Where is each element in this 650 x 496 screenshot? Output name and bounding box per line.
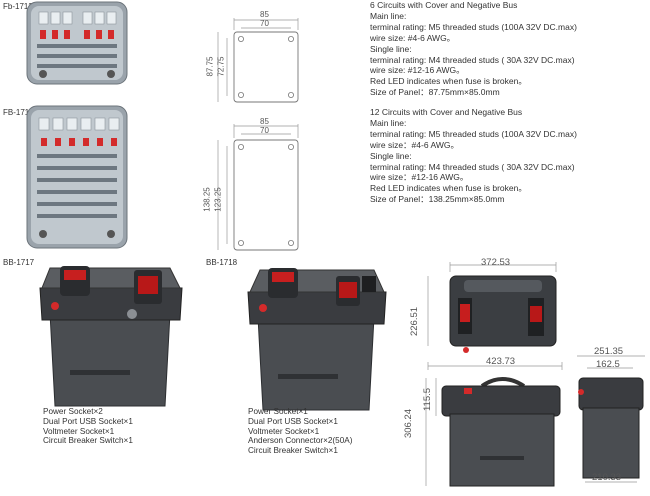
panel-drawing-fb1713 xyxy=(217,18,299,103)
spec-line: terminal rating: M4 threaded studs ( 30A… xyxy=(370,161,575,172)
dim-fb1714-width-inner: 70 xyxy=(260,126,269,135)
model-label-bb1717: BB-1717 xyxy=(3,258,35,267)
spec-line: wire size: #12-16 AWG。 xyxy=(370,65,465,76)
spec-line: Size of Panel：138.25mm×85.0mm xyxy=(370,194,505,205)
dim-front-lid-height: 115.5 xyxy=(422,387,434,412)
battery-box-side-view xyxy=(577,355,645,483)
spec-line: wire size：#12-16 AWG。 xyxy=(370,172,469,183)
spec-line: wire size: #4-6 AWG。 xyxy=(370,32,456,43)
feature-item: Circuit Breaker Switch×1 xyxy=(248,446,338,456)
spec-line: Red LED indicates when fuse is broken。 xyxy=(370,183,527,194)
dim-fb1713-width-outer: 85 xyxy=(260,10,269,19)
feature-list-bb1717: Power Socket×2 Dual Port USB Socket×1 Vo… xyxy=(43,407,133,446)
dim-fb1714-width-outer: 85 xyxy=(260,117,269,126)
dim-fb1714-height-inner: 123.25 xyxy=(213,187,223,212)
dim-front-height: 306.24 xyxy=(403,408,415,439)
feature-item: Circuit Breaker Switch×1 xyxy=(43,436,133,446)
spec-line: Red LED indicates when fuse is broken。 xyxy=(370,76,527,87)
dim-side-top: 251.35 xyxy=(594,346,624,357)
dim-top-depth: 226.51 xyxy=(409,306,421,337)
battery-box-photo-bb1717 xyxy=(39,266,183,407)
spec-line: terminal rating: M4 threaded studs ( 30A… xyxy=(370,54,575,65)
feature-list-bb1718: Power Socket×1 Dual Port USB Socket×1 Vo… xyxy=(248,407,352,456)
model-label-fb1713: Fb-1713 xyxy=(3,2,33,11)
feature-item: Voltmeter Socket×1 xyxy=(248,426,320,436)
dim-front-width: 423.73 xyxy=(486,356,516,367)
panel-drawing-fb1714 xyxy=(217,124,299,251)
model-label-fb1714: FB-1714 xyxy=(3,108,34,117)
spec-line: Size of Panel：87.75mm×85.0mm xyxy=(370,87,500,98)
battery-box-photo-bb1718 xyxy=(247,268,387,411)
spec-line: Main line: xyxy=(370,10,407,21)
battery-box-front-view xyxy=(425,362,563,487)
dim-side-inner: 162.5 xyxy=(596,359,620,370)
battery-box-top-view xyxy=(427,262,557,353)
feature-item: Dual Port USB Socket×1 xyxy=(248,416,338,426)
dim-top-width: 372.53 xyxy=(481,257,511,268)
fuse-block-photo-fb1714 xyxy=(26,105,128,249)
spec-line: 6 Circuits with Cover and Negative Bus xyxy=(370,0,518,10)
dim-fb1713-height-outer: 87.75 xyxy=(205,56,215,77)
dim-fb1714-height-outer: 138.25 xyxy=(202,187,212,212)
spec-line: terminal rating: M5 threaded studs (100A… xyxy=(370,21,577,32)
spec-line: Single line: xyxy=(370,43,412,54)
spec-line: wire size：#4-6 AWG。 xyxy=(370,139,459,150)
feature-item: Anderson Connector×2(50A) xyxy=(248,436,353,446)
dim-fb1713-width-inner: 70 xyxy=(260,19,269,28)
spec-line: 12 Circuits with Cover and Negative Bus xyxy=(370,107,523,117)
feature-item: Dual Port USB Socket×1 xyxy=(43,416,133,426)
spec-block-fb1713: 6 Circuits with Cover and Negative Bus M… xyxy=(370,0,577,98)
feature-item: Voltmeter Socket×1 xyxy=(43,426,115,436)
fuse-block-photo-fb1713 xyxy=(26,1,128,85)
spec-line: Main line: xyxy=(370,117,407,128)
spec-block-fb1714: 12 Circuits with Cover and Negative Bus … xyxy=(370,107,577,205)
dim-side-bottom: 210.33 xyxy=(592,472,622,483)
feature-item: Power Socket×2 xyxy=(43,407,103,416)
model-label-bb1718: BB-1718 xyxy=(206,258,238,267)
spec-line: terminal rating: M5 threaded studs (100A… xyxy=(370,128,577,139)
dim-fb1713-height-inner: 72.75 xyxy=(216,56,226,77)
feature-item: Power Socket×1 xyxy=(248,407,308,416)
spec-line: Single line: xyxy=(370,150,412,161)
